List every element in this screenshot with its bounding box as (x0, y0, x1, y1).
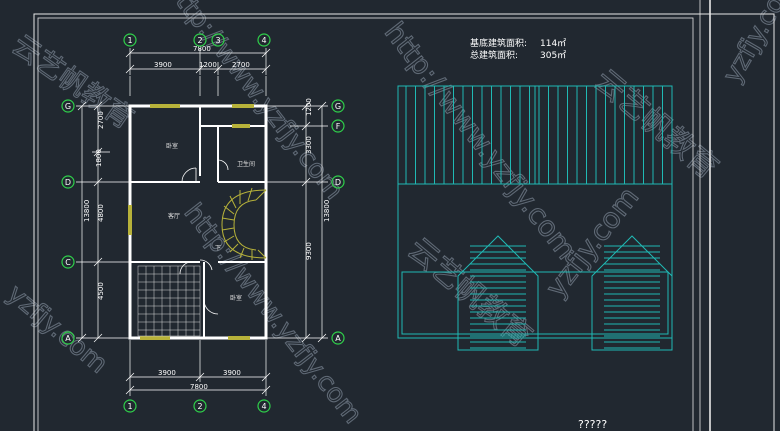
roof-lower-band (401, 271, 669, 335)
dim-top-seg-3: 2700 (232, 61, 250, 69)
room-label-bedroom-top: 卧室 (166, 142, 178, 150)
window-top-left (150, 104, 180, 108)
axis-bubble-G-left: G (61, 99, 75, 113)
watermark-url-left: http://www.yzfjy.com (159, 0, 349, 205)
dim-top-total: 7800 (193, 45, 211, 53)
drawing-frame (33, 0, 775, 431)
axis-bubble-D-right: D (331, 175, 345, 189)
watermark-brand-left: 云艺帆教育 (6, 28, 140, 135)
spiral-stair (221, 187, 267, 260)
base-area-label: 基底建筑面积: (470, 37, 527, 49)
axis-bubble-3-top: 3 (211, 33, 225, 47)
floor-plan[interactable]: 7800 3900 1200 2700 1 2 3 (61, 33, 345, 413)
right-axis-bubbles: G F D A (331, 99, 345, 345)
axis-bubble-4-top: 4 (257, 33, 271, 47)
watermark-url-middle: http://www.yzfjy.com (178, 198, 368, 429)
dim-left-seg-3: 4800 (97, 204, 105, 222)
balcony-grid (137, 265, 201, 337)
dim-top-seg-1: 3900 (154, 61, 172, 69)
area-info: 基底建筑面积: 114㎡ 总建筑面积: 305㎡ (470, 37, 566, 61)
roof-ridge-lines (405, 86, 663, 184)
window-bathroom (232, 124, 250, 128)
dim-left-total: 13800 (83, 200, 91, 222)
axis-label: 3 (215, 36, 220, 45)
total-area-label: 总建筑面积: (470, 49, 518, 61)
axis-label: A (335, 334, 341, 343)
top-axis-bubbles: 1 2 3 4 (123, 33, 271, 47)
dormer-right (591, 235, 673, 351)
axis-bubble-2-bottom: 2 (193, 399, 207, 413)
right-dimensions (266, 101, 328, 343)
axis-label: D (65, 178, 71, 187)
room-label-bathroom: 卫生间 (237, 160, 255, 168)
dim-right-total: 13800 (323, 200, 331, 222)
dim-right-seg-2: 3300 (305, 136, 313, 154)
axis-label: 2 (197, 36, 202, 45)
top-dimensions (125, 48, 271, 96)
room-label-bedroom-bottom: 卧室 (230, 294, 242, 302)
dim-bottom-seg-2: 3900 (223, 369, 241, 377)
window-bottom-right (228, 336, 250, 340)
bottom-dimension-text: 3900 3900 7800 (158, 369, 241, 391)
dim-left-seg-1: 2700 (97, 111, 105, 129)
interior-walls (130, 106, 266, 338)
base-area-value: 114㎡ (540, 38, 566, 49)
dormer-left (457, 235, 539, 351)
axis-bubble-1-bottom: 1 (123, 399, 137, 413)
axis-bubble-F-right: F (331, 119, 345, 133)
axis-label: G (335, 102, 341, 111)
axis-label: 1 (127, 36, 132, 45)
total-area-value: 305㎡ (540, 50, 566, 61)
windows (128, 104, 254, 340)
room-labels: 卧室 卫生间 客厅 卧室 下 (166, 142, 255, 302)
axis-bubble-A-left: A (61, 331, 75, 345)
axis-label: 4 (261, 402, 266, 411)
room-label-living: 客厅 (168, 212, 180, 220)
left-dimension-text: 2700 1800 4800 4500 13800 (83, 111, 105, 300)
left-dimensions (76, 101, 130, 343)
axis-label: F (336, 122, 341, 131)
dim-top-seg-2: 1200 (199, 61, 217, 69)
dim-bottom-seg-1: 3900 (158, 369, 176, 377)
dormer-hatch-lines (470, 245, 660, 349)
bottom-dimensions (125, 340, 271, 396)
axis-bubble-2-top: 2 (193, 33, 207, 47)
roof-plan[interactable] (397, 85, 673, 351)
axis-label: 1 (127, 402, 132, 411)
dim-bottom-total: 7800 (190, 383, 208, 391)
axis-label: G (65, 102, 71, 111)
axis-bubble-A-right: A (331, 331, 345, 345)
axis-bubble-C-left: C (61, 255, 75, 269)
axis-label: D (335, 178, 341, 187)
dim-left-seg-2: 1800 (95, 149, 103, 167)
axis-bubble-G-right: G (331, 99, 345, 113)
dim-left-seg-4: 4500 (97, 282, 105, 300)
dim-right-seg-1: 1200 (305, 98, 313, 116)
right-dimension-text: 1200 3300 9300 13800 (305, 98, 331, 260)
dim-right-seg-3: 9300 (305, 242, 313, 260)
axis-label: 4 (261, 36, 266, 45)
watermark-url-top-right: yzfjy.com (717, 0, 780, 88)
axis-label: C (65, 258, 71, 267)
axis-bubble-D-left: D (61, 175, 75, 189)
axis-label: 2 (197, 402, 202, 411)
drawing-title-mark: ????? (578, 418, 607, 431)
bottom-axis-bubbles: 1 2 4 (123, 399, 271, 413)
window-living (128, 205, 132, 235)
watermark-brand-center: 云艺帆教育 (587, 63, 724, 186)
axis-bubble-4-bottom: 4 (257, 399, 271, 413)
window-top-right (232, 104, 254, 108)
window-bottom-left (140, 336, 170, 340)
axis-bubble-1-top: 1 (123, 33, 137, 47)
axis-label: A (65, 334, 71, 343)
stair-down-label: 下 (215, 245, 221, 252)
doors (179, 159, 229, 315)
top-dimension-text: 7800 3900 1200 2700 (154, 45, 250, 69)
left-axis-bubbles: G D C A (61, 99, 75, 345)
